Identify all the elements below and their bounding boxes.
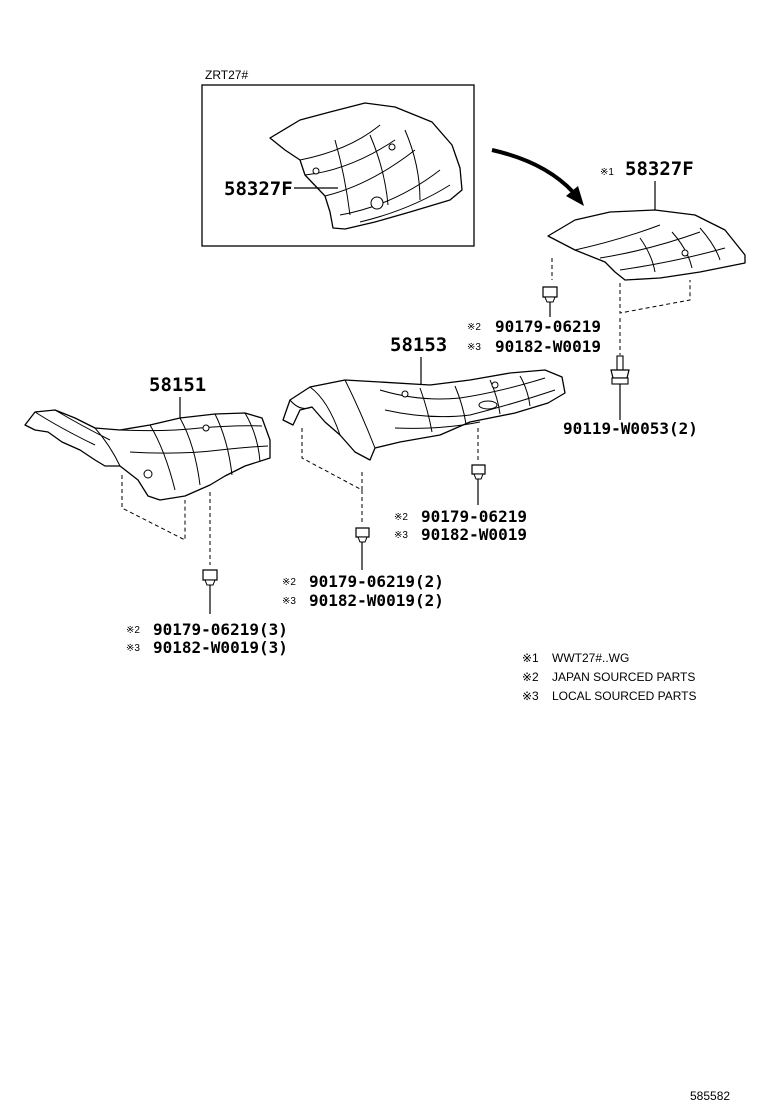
- part-58151: 58151: [24, 374, 271, 565]
- diagram-id: 585582: [690, 1089, 730, 1103]
- inset-box: ZRT27# 58327F: [201, 68, 475, 247]
- part-58153-label: 58153: [390, 334, 447, 356]
- fastener-mark: ※2: [467, 322, 481, 333]
- bolt-code: 90119-W0053(2): [563, 419, 698, 438]
- fastener-mark: ※3: [126, 643, 140, 654]
- legend-mark: ※2: [522, 670, 539, 684]
- clip-icon: [355, 527, 370, 543]
- part-58327f-guide: [551, 258, 691, 314]
- inset-frame: [201, 84, 475, 247]
- fastener-group-left: ※2 90179-06219(3) ※3 90182-W0019(3): [126, 569, 288, 657]
- part-58153: 58153: [282, 334, 566, 525]
- clip-icon: [471, 464, 486, 480]
- clip-icon: [202, 569, 218, 586]
- legend-mark: ※3: [522, 689, 539, 703]
- fastener-code: 90179-06219(3): [153, 620, 288, 639]
- part-58153-guide: [301, 428, 363, 491]
- legend-text: JAPAN SOURCED PARTS: [552, 670, 695, 684]
- part-58153-drawing: [282, 369, 566, 461]
- fastener-right-bolt: 90119-W0053(2): [563, 318, 698, 438]
- clip-icon: [542, 286, 558, 303]
- fastener-group-center-lower: ※2 90179-06219(2) ※3 90182-W0019(2): [282, 527, 444, 610]
- part-58327f-label: 58327F: [625, 158, 694, 180]
- variant-arrow: [491, 148, 584, 206]
- legend-text: WWT27#..WG: [552, 651, 629, 665]
- inset-heat-shield-drawing: [269, 102, 463, 230]
- part-58151-drawing: [24, 409, 271, 501]
- fastener-code: 90179-06219: [421, 507, 527, 526]
- part-58151-label: 58151: [149, 374, 206, 396]
- inset-variant-label: ZRT27#: [205, 68, 248, 82]
- fastener-mark: ※2: [394, 512, 408, 523]
- fastener-code: 90179-06219: [495, 317, 601, 336]
- bolt-icon: [610, 355, 630, 385]
- fastener-mark: ※2: [282, 577, 296, 588]
- legend-mark: ※1: [522, 651, 539, 665]
- fastener-group-center: ※2 90179-06219 ※3 90182-W0019: [394, 464, 527, 544]
- part-58327f-drawing: [547, 209, 746, 281]
- part-58151-guide: [121, 475, 211, 565]
- fastener-mark: ※3: [467, 342, 481, 353]
- part-58327f: ※1 58327F: [547, 158, 746, 314]
- fastener-code: 90182-W0019(3): [153, 638, 288, 657]
- fastener-code: 90182-W0019: [495, 337, 601, 356]
- fastener-code: 90182-W0019(2): [309, 591, 444, 610]
- inset-part-label: 58327F: [224, 178, 293, 200]
- legend: ※1 WWT27#..WG ※2 JAPAN SOURCED PARTS ※3 …: [522, 651, 696, 703]
- fastener-group-right-top: ※2 90179-06219 ※3 90182-W0019: [467, 286, 601, 356]
- fastener-mark: ※2: [126, 625, 140, 636]
- fastener-code: 90182-W0019: [421, 525, 527, 544]
- fastener-mark: ※3: [394, 530, 408, 541]
- legend-text: LOCAL SOURCED PARTS: [552, 689, 696, 703]
- part-58327f-mark: ※1: [600, 167, 614, 178]
- fastener-code: 90179-06219(2): [309, 572, 444, 591]
- fastener-mark: ※3: [282, 596, 296, 607]
